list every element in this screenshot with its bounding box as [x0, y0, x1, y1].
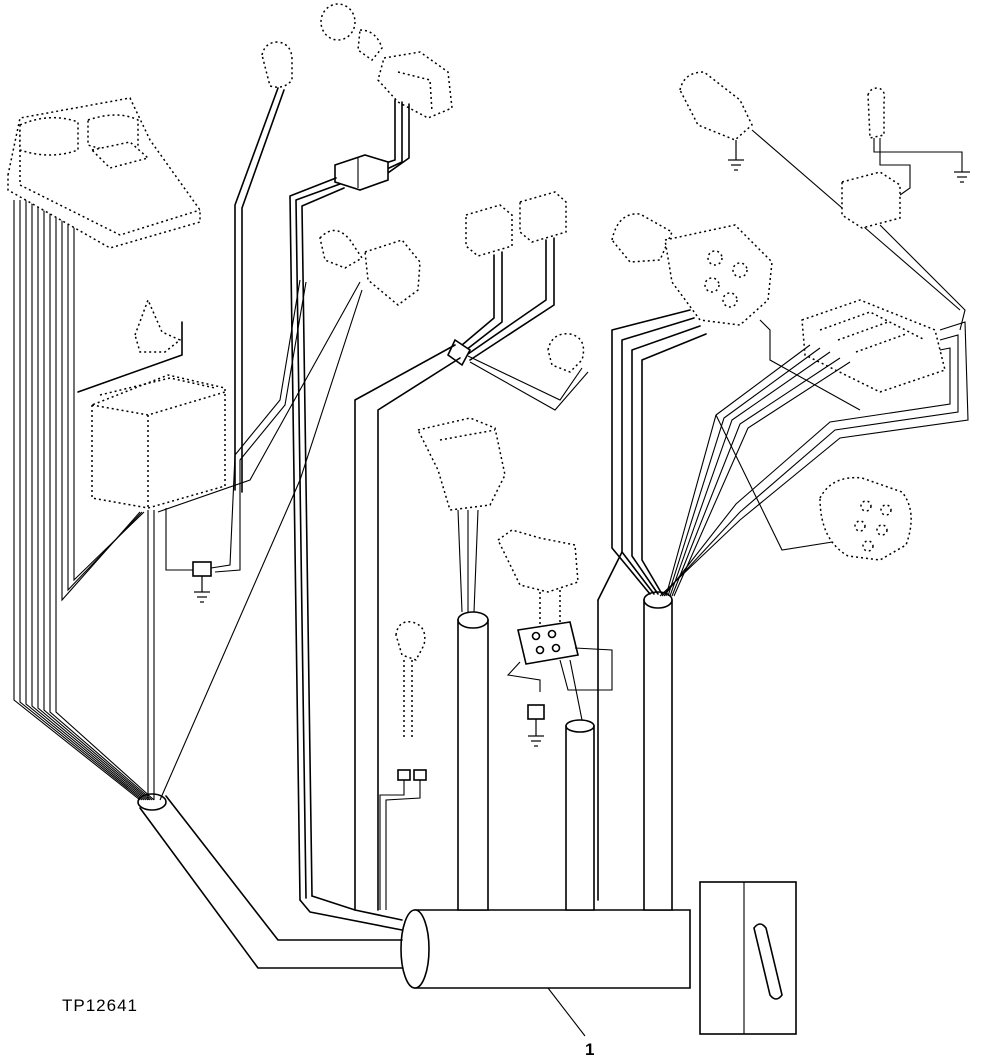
right-fuse-block: [659, 299, 969, 597]
dotted-bulb-socket: [379, 621, 427, 910]
callout-label-1: 1: [585, 1040, 595, 1059]
short-stalk: [565, 719, 595, 911]
left-harness-branch: [137, 793, 403, 969]
small-switch: [134, 297, 182, 353]
hook-connector: [547, 333, 585, 373]
figure-code: TP12641: [62, 996, 138, 1015]
callout-leader: [547, 987, 586, 1037]
control-module: [77, 321, 226, 509]
terminal-ground: [527, 704, 545, 747]
center-stalk: [457, 611, 489, 911]
rotary-switch: [611, 213, 773, 326]
terminal-block: [506, 621, 613, 721]
right-fan-wires: [665, 344, 851, 597]
round-multipin-connector: [819, 476, 912, 561]
center-vertical-wires: [299, 895, 403, 931]
branch-sleeve: [354, 338, 589, 911]
top-right-small-sender: [867, 87, 970, 196]
main-harness-connector: [699, 881, 797, 1035]
right-stalk: [643, 591, 673, 911]
top-center-switch: [320, 3, 453, 181]
center-stalk-connector: [416, 417, 506, 613]
inline-connector: [289, 154, 389, 901]
center-small-switch: [497, 529, 579, 628]
main-harness-trunk: [400, 909, 691, 989]
upper-left-relay-box: [7, 97, 201, 249]
right-left-wires: [597, 309, 707, 901]
twin-connectors: [461, 191, 567, 361]
mid-left-switch: [319, 229, 421, 306]
top-bulb-sender: [234, 41, 293, 493]
